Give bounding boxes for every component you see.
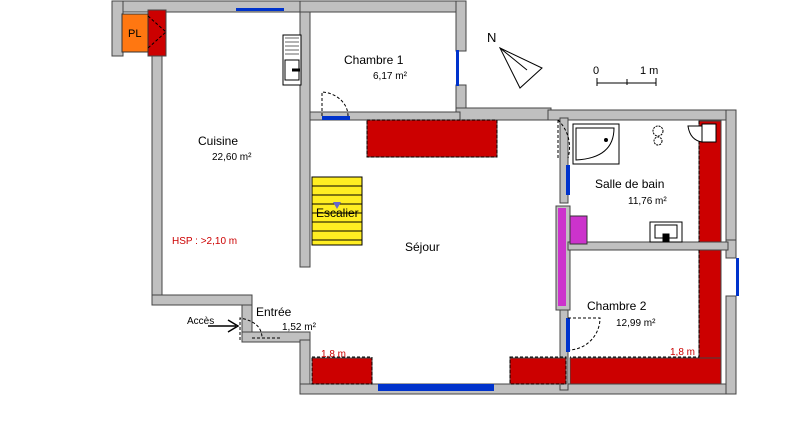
low-zone-outlines (311, 119, 700, 385)
low-zone-sejour-top (366, 119, 498, 158)
low-zone-bottom-left (311, 357, 373, 385)
compass: N (487, 30, 543, 89)
kitchen-sink (282, 34, 302, 86)
wall-top-sejour-right (455, 107, 552, 121)
hsp-note: HSP : >2,10 m (172, 236, 237, 247)
cabinet-purple (569, 215, 588, 245)
wall-top-chambre1 (299, 0, 467, 13)
north-arrow-icon (498, 46, 543, 89)
wall-purple-strip (558, 208, 566, 306)
toilet-icon (687, 123, 717, 143)
washbasin-icon (649, 221, 683, 243)
bathroom-fixtures (572, 123, 717, 243)
room-name-chambre1: Chambre 1 (344, 53, 404, 67)
height-label-left: 1,8 m (321, 349, 346, 360)
room-name-entree: Entrée (256, 305, 292, 319)
walls (111, 0, 737, 395)
wall-right-chambre1-top (455, 0, 467, 52)
scale-end: 1 m (640, 65, 658, 77)
wall-right-upper (725, 109, 737, 241)
sink-small-icon (652, 125, 664, 146)
window-chambre2 (566, 318, 570, 352)
room-name-salle-bain: Salle de bain (595, 177, 664, 191)
stairs-label: Escalier (316, 206, 359, 220)
height-label-right: 1,8 m (670, 347, 695, 358)
access-arrow-icon (208, 319, 240, 333)
room-area-chambre1: 6,17 m² (373, 71, 408, 82)
window-chambre1-door (322, 116, 350, 120)
wall-left (151, 49, 163, 306)
room-name-sejour: Séjour (405, 240, 440, 254)
room-name-chambre2: Chambre 2 (587, 299, 647, 313)
wall-entry-bottom (241, 331, 311, 343)
window-right (736, 258, 739, 296)
wall-bottom-left (151, 294, 253, 306)
wall-right-lower (725, 295, 737, 395)
wall-bath-left (559, 117, 569, 204)
windows (236, 8, 739, 391)
pl-box (121, 13, 149, 53)
door-swings (239, 91, 601, 351)
pl-dash (147, 15, 167, 49)
shower-icon (575, 127, 615, 161)
access-label: Accès (187, 316, 214, 327)
room-area-chambre2: 12,99 m² (616, 318, 656, 329)
wall-kitchen-sejour (299, 11, 311, 268)
room-name-cuisine: Cuisine (198, 134, 238, 148)
window-top-kitchen (236, 8, 284, 11)
room-area-salle-bain: 11,76 m² (628, 196, 667, 207)
room-area-entree: 1,52 m² (282, 322, 317, 333)
stairs-arrow-icon (333, 202, 341, 209)
scale-start: 0 (593, 65, 599, 77)
low-zone-top-left (147, 9, 167, 57)
low-zone-bottom-mid (509, 357, 567, 385)
window-chambre1 (456, 50, 459, 86)
stairs (311, 176, 363, 246)
wall-top-left (111, 0, 124, 57)
wall-bath-chambre2 (567, 241, 729, 251)
window-bath (566, 165, 570, 195)
scale-bar: 0 1 m (593, 65, 658, 86)
pl-label: PL (128, 28, 141, 40)
low-zone-chambre2-bottom (569, 357, 722, 385)
wall-bottom (299, 383, 737, 395)
wall-top-right (547, 109, 737, 121)
room-area-cuisine: 22,60 m² (212, 152, 252, 163)
window-bottom (378, 384, 494, 391)
north-label: N (487, 30, 496, 45)
